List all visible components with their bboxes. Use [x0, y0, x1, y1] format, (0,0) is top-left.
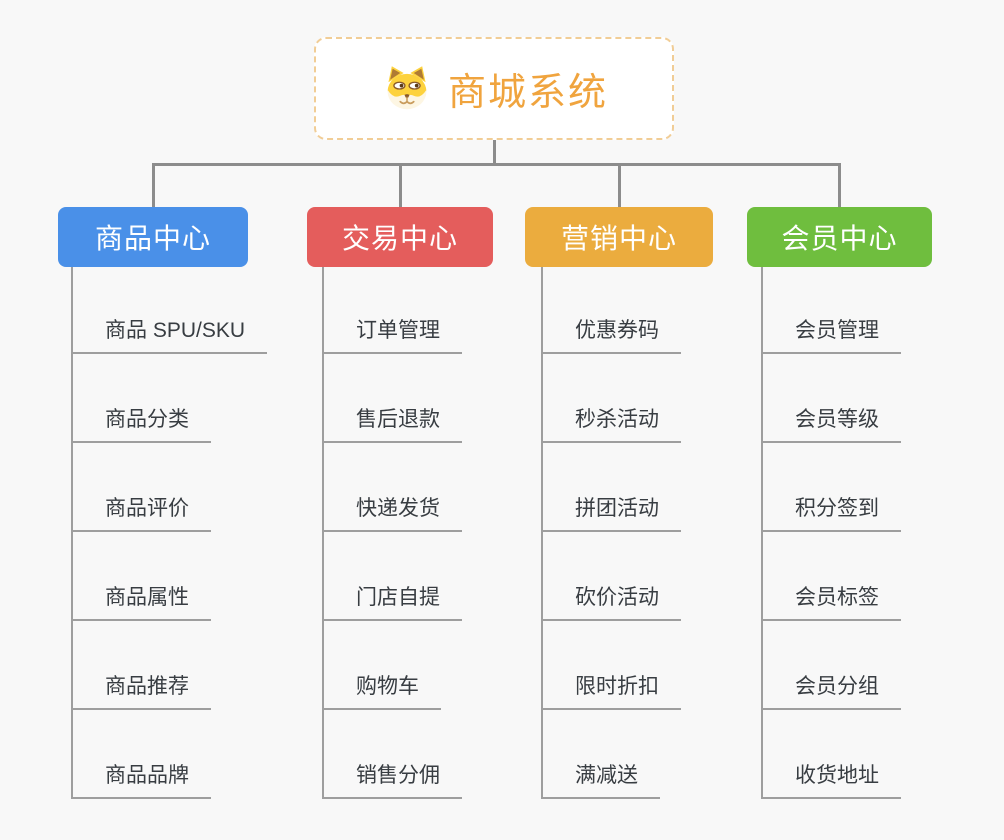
branch-connector-drop-members [838, 163, 841, 207]
leaf-row: 购物车 [324, 621, 462, 710]
shiba-dog-icon [387, 65, 427, 109]
leaf-node[interactable]: 拼团活动 [543, 492, 681, 532]
branch-node-members[interactable]: 会员中心 [747, 207, 932, 267]
leaf-node[interactable]: 商品分类 [73, 403, 211, 443]
branch-children-column-products: 商品 SPU/SKU 商品分类商品评价商品属性商品推荐商品品牌 [71, 267, 268, 799]
leaf-row: 商品 SPU/SKU [73, 267, 268, 354]
leaf-node[interactable]: 收货地址 [763, 759, 901, 799]
branch-connector-drop-orders [398, 163, 402, 207]
leaf-node[interactable]: 销售分佣 [324, 759, 462, 799]
leaf-node[interactable]: 会员分组 [763, 670, 901, 710]
branch-connector-drop-products [151, 163, 155, 207]
leaf-row: 优惠券码 [543, 267, 681, 354]
branch-node-products[interactable]: 商品中心 [58, 207, 248, 267]
leaf-node[interactable]: 订单管理 [324, 314, 462, 354]
leaf-row: 积分签到 [763, 443, 901, 532]
leaf-row: 售后退款 [324, 354, 462, 443]
leaf-node[interactable]: 会员管理 [763, 314, 901, 354]
leaf-node[interactable]: 砍价活动 [543, 581, 681, 621]
leaf-node[interactable]: 快递发货 [324, 492, 462, 532]
branch-node-label: 营销中心 [560, 223, 677, 254]
leaf-node[interactable]: 售后退款 [324, 403, 462, 443]
leaf-row: 拼团活动 [543, 443, 681, 532]
leaf-row: 会员标签 [763, 532, 901, 621]
branch-node-orders[interactable]: 交易中心 [307, 207, 493, 267]
leaf-node[interactable]: 积分签到 [763, 492, 901, 532]
branch-connector-drop-marketing [617, 163, 621, 207]
leaf-row: 商品品牌 [73, 710, 267, 799]
leaf-row: 砍价活动 [543, 532, 681, 621]
leaf-row: 订单管理 [324, 267, 462, 354]
leaf-row: 会员等级 [763, 354, 901, 443]
leaf-node[interactable]: 秒杀活动 [543, 403, 681, 443]
branch-children-column-orders: 订单管理售后退款快递发货门店自提购物车销售分佣 [322, 267, 462, 799]
leaf-node[interactable]: 商品推荐 [73, 670, 211, 710]
leaf-row: 商品推荐 [73, 621, 267, 710]
leaf-node[interactable]: 商品品牌 [73, 759, 211, 799]
leaf-row: 商品分类 [73, 354, 267, 443]
leaf-node[interactable]: 商品 SPU/SKU [73, 314, 268, 354]
leaf-row: 限时折扣 [543, 621, 681, 710]
leaf-row: 秒杀活动 [543, 354, 681, 443]
leaf-node[interactable]: 限时折扣 [543, 670, 681, 710]
branch-node-label: 交易中心 [341, 223, 458, 254]
leaf-row: 商品评价 [73, 443, 267, 532]
leaf-node[interactable]: 购物车 [324, 670, 441, 710]
leaf-row: 门店自提 [324, 532, 462, 621]
leaf-row: 满减送 [543, 710, 681, 799]
leaf-node[interactable]: 商品属性 [73, 581, 211, 621]
branch-node-label: 会员中心 [781, 223, 898, 254]
branch-children-column-members: 会员管理会员等级积分签到会员标签会员分组收货地址 [761, 267, 901, 799]
leaf-row: 收货地址 [763, 710, 901, 799]
root-connector-stub [492, 140, 496, 166]
leaf-row: 销售分佣 [324, 710, 462, 799]
leaf-row: 会员分组 [763, 621, 901, 710]
leaf-node[interactable]: 门店自提 [324, 581, 462, 621]
leaf-node[interactable]: 会员标签 [763, 581, 901, 621]
root-node[interactable]: 商城系统 [314, 37, 674, 140]
branch-children-column-marketing: 优惠券码秒杀活动拼团活动砍价活动限时折扣满减送 [541, 267, 681, 799]
leaf-row: 商品属性 [73, 532, 267, 621]
branch-node-label: 商品中心 [94, 223, 211, 254]
leaf-node[interactable]: 满减送 [543, 759, 660, 799]
leaf-row: 会员管理 [763, 267, 901, 354]
leaf-node[interactable]: 商品评价 [73, 492, 211, 532]
connector-bar [151, 163, 841, 166]
root-node-label: 商城系统 [447, 72, 608, 114]
leaf-row: 快递发货 [324, 443, 462, 532]
branch-node-marketing[interactable]: 营销中心 [525, 207, 713, 267]
leaf-node[interactable]: 会员等级 [763, 403, 901, 443]
leaf-node[interactable]: 优惠券码 [543, 314, 681, 354]
